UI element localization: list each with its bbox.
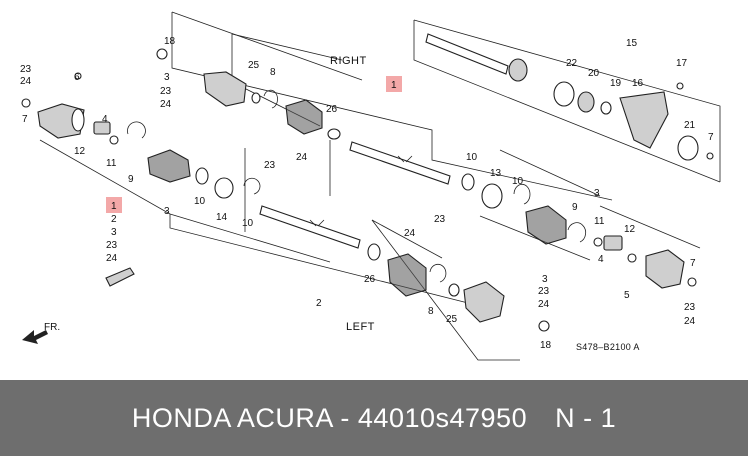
callout: 25 <box>446 314 458 325</box>
callout: 8 <box>428 306 434 317</box>
callout: 2 <box>316 298 322 309</box>
intermediate-shaft <box>425 33 714 161</box>
callout: 19 <box>610 78 622 89</box>
boot-left-outer <box>367 243 550 332</box>
callout: 23 <box>20 64 32 75</box>
callout: 21 <box>684 120 696 131</box>
callout: 2 <box>111 214 117 225</box>
callout: 23 <box>434 214 446 225</box>
callout: 24 <box>296 152 308 163</box>
front-direction-arrow: FR. <box>22 322 60 344</box>
highlight-part-1-right <box>386 76 402 92</box>
callout: 23 <box>160 86 172 97</box>
callout: 3 <box>594 188 600 199</box>
inboard-joint-left <box>21 72 146 145</box>
callout: 24 <box>404 228 416 239</box>
callout: 10 <box>242 218 254 229</box>
boot-right-inner <box>513 183 697 289</box>
part-quantity: N - 1 <box>555 402 617 433</box>
callout: 23 <box>264 160 276 171</box>
callout: 26 <box>364 274 376 285</box>
callout: 3 <box>111 227 117 238</box>
outboard-joint-right <box>156 48 341 140</box>
callout: 5 <box>624 290 630 301</box>
callout: 10 <box>194 196 206 207</box>
callout: 17 <box>676 58 688 69</box>
callout: 23 <box>538 286 550 297</box>
callout: 24 <box>684 316 696 327</box>
callout: 23 <box>684 302 696 313</box>
callout: 12 <box>624 224 636 235</box>
driveshaft-exploded-diagram: RIGHT LEFT FR. S478–B2100 A 23 24 7 6 4 … <box>20 11 721 361</box>
callout: 10 <box>512 176 524 187</box>
callout: 4 <box>598 254 604 265</box>
callout: 1 <box>391 80 397 91</box>
callout: 7 <box>690 258 696 269</box>
callout: 22 <box>566 58 578 69</box>
shaft-right <box>349 141 503 209</box>
side-label-left: LEFT <box>346 321 375 333</box>
callout: 9 <box>572 202 578 213</box>
part-title: HONDA ACURA - 44010s47950 <box>131 402 528 433</box>
callout: 7 <box>708 132 714 143</box>
callout: 4 <box>102 114 108 125</box>
callout: 3 <box>164 206 170 217</box>
callout: 8 <box>270 67 276 78</box>
callout: 18 <box>164 36 176 47</box>
callout: 25 <box>248 60 260 71</box>
callout: 3 <box>542 274 548 285</box>
callout: 20 <box>588 68 600 79</box>
callout: 7 <box>22 114 28 125</box>
callout: 24 <box>106 253 118 264</box>
callout: 11 <box>594 216 605 227</box>
highlight-part-1-left <box>106 197 122 213</box>
callout: 3 <box>164 72 170 83</box>
callout: 18 <box>540 340 552 351</box>
grease-tube <box>105 267 135 287</box>
side-label-right: RIGHT <box>330 55 367 67</box>
callout: 15 <box>626 38 638 49</box>
frame-lines <box>39 11 721 361</box>
part-caption-bar: HONDA ACURA - 44010s47950 N - 1 <box>0 380 748 456</box>
shaft-left <box>259 205 361 249</box>
callout: 13 <box>490 168 502 179</box>
callout-labels: 23 24 7 6 4 12 11 9 18 3 23 24 25 8 26 2… <box>20 36 714 351</box>
callout: 24 <box>20 76 32 87</box>
callout: 10 <box>466 152 478 163</box>
front-direction-label: FR. <box>44 322 60 333</box>
callout: 24 <box>538 299 550 310</box>
callout: 14 <box>216 212 228 223</box>
callout: 11 <box>106 158 117 169</box>
callout: 26 <box>326 104 338 115</box>
callout: 12 <box>74 146 86 157</box>
callout: 9 <box>128 174 134 185</box>
callout: 16 <box>632 78 644 89</box>
callout: 23 <box>106 240 118 251</box>
diagram-code: S478–B2100 A <box>576 342 640 352</box>
callout: 1 <box>111 201 117 212</box>
boot-left-inner <box>147 149 261 199</box>
callout: 24 <box>160 99 172 110</box>
callout: 6 <box>74 72 80 83</box>
